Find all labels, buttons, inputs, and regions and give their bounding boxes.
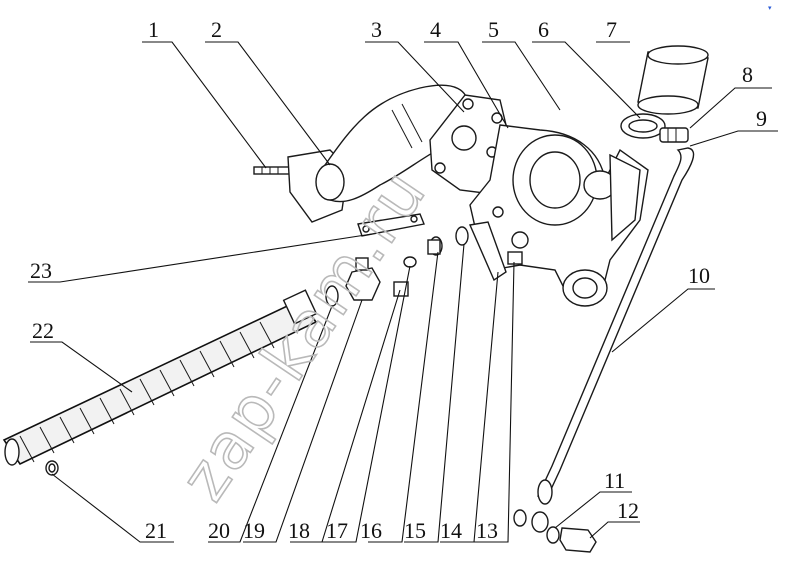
callout-11: 11 [604, 468, 625, 493]
callout-8: 8 [742, 62, 753, 87]
callout-13: 13 [476, 518, 498, 543]
part-15-gasket [455, 226, 469, 246]
callout-23: 23 [30, 258, 52, 283]
callout-21: 21 [145, 518, 167, 543]
callout-22: 22 [32, 318, 54, 343]
part-19-tee [345, 257, 381, 301]
callout-1: 1 [148, 17, 159, 42]
callout-15: 15 [404, 518, 426, 543]
callout-14: 14 [440, 518, 462, 543]
part-2-intake-elbow [287, 84, 469, 223]
callout-numbers: 1 2 3 4 5 6 7 8 9 10 11 12 13 14 15 16 1… [30, 17, 767, 543]
callout-19: 19 [243, 518, 265, 543]
callout-16: 16 [360, 518, 382, 543]
part-23-link [357, 213, 425, 237]
part-12-union [531, 511, 597, 553]
part-8-fitting [659, 127, 689, 143]
callout-5: 5 [488, 17, 499, 42]
part-11-seal [513, 509, 560, 544]
callout-20: 20 [208, 518, 230, 543]
part-13-bolt [507, 251, 523, 265]
callout-9: 9 [756, 106, 767, 131]
part-14-bracket [468, 221, 507, 282]
leader-lines [28, 41, 778, 543]
callout-4: 4 [430, 17, 441, 42]
callout-17: 17 [326, 518, 348, 543]
callout-12: 12 [617, 498, 639, 523]
part-17-washer [403, 256, 417, 268]
part-6-clamp [620, 113, 666, 139]
callout-7: 7 [606, 17, 617, 42]
callout-18: 18 [288, 518, 310, 543]
part-16-sleeve [427, 236, 443, 256]
callout-6: 6 [538, 17, 549, 42]
part-22-hose [2, 289, 318, 466]
callout-3: 3 [371, 17, 382, 42]
part-7-sleeve [637, 45, 709, 115]
corner-mark: ▾ [768, 4, 772, 12]
callout-2: 2 [211, 17, 222, 42]
callout-10: 10 [688, 263, 710, 288]
part-10-tube [537, 147, 695, 505]
part-21-oring [45, 460, 59, 476]
